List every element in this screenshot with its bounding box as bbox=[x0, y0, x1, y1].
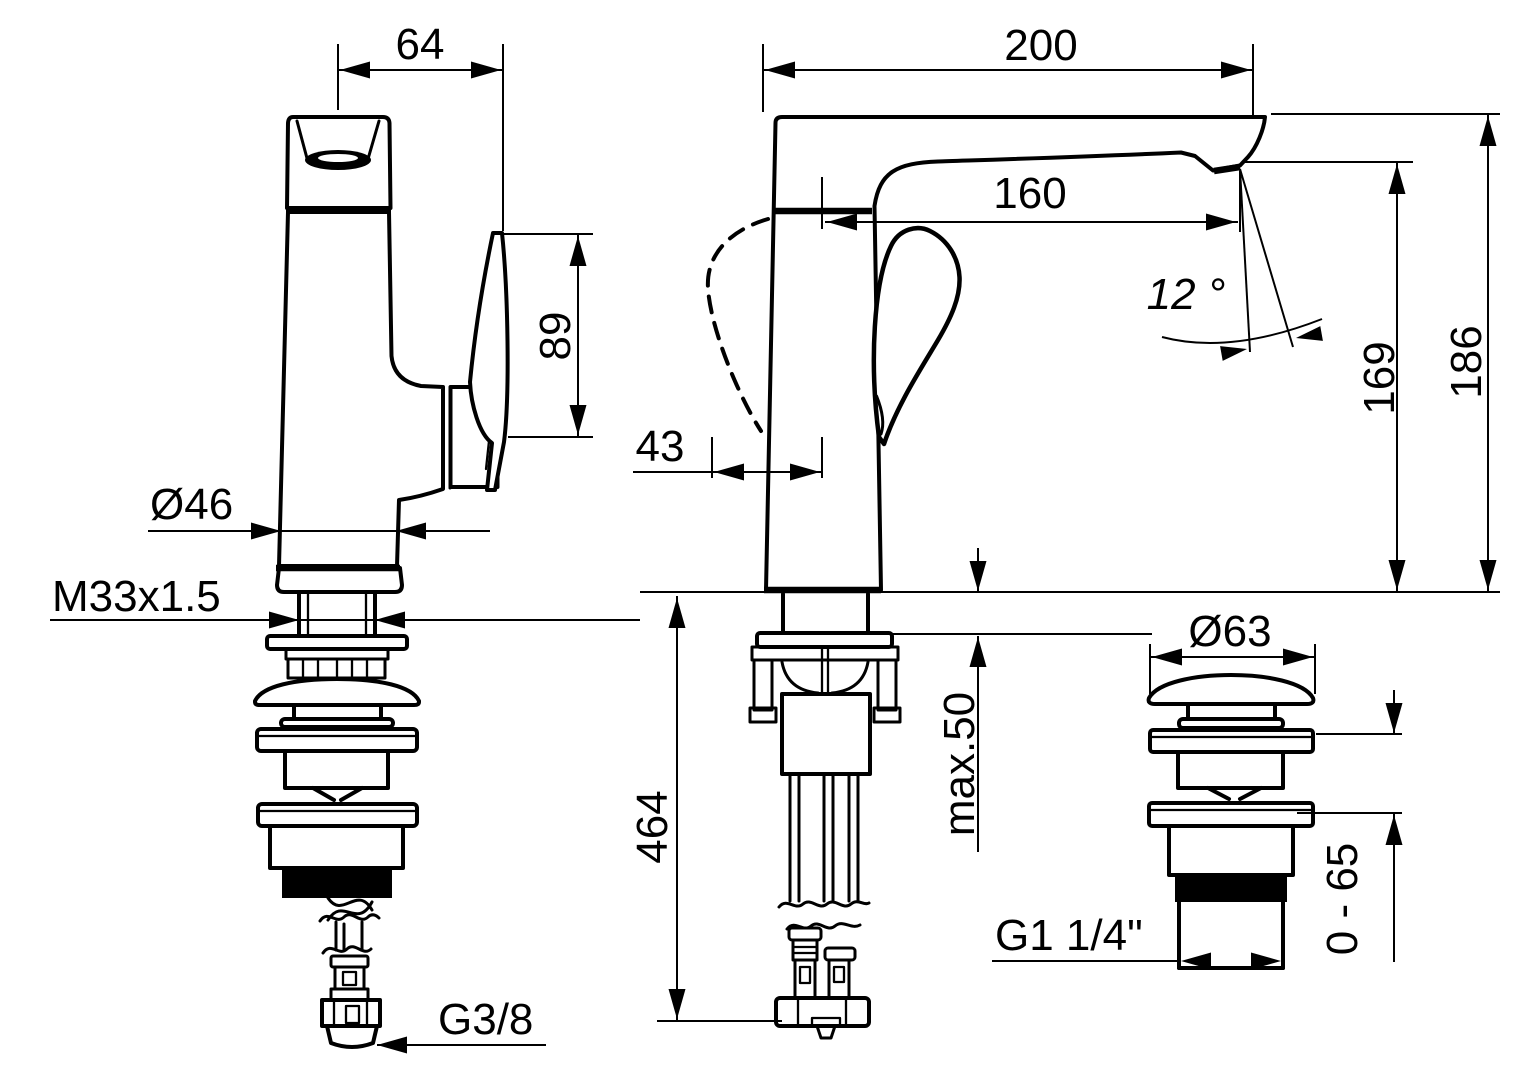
side-view: 200 160 12 ° bbox=[628, 21, 1500, 1040]
waste-rim-flange bbox=[1148, 728, 1315, 754]
waste-thread-section bbox=[1175, 875, 1287, 902]
dim-89: 89 bbox=[500, 233, 593, 438]
thread-g114-label: G1 1/4" bbox=[995, 911, 1143, 960]
dim-200-label: 200 bbox=[1004, 21, 1077, 70]
dim-max50: max.50 bbox=[888, 548, 1152, 852]
dim-0-65-label: 0 - 65 bbox=[1318, 843, 1367, 956]
dim-169: 169 bbox=[1245, 161, 1413, 592]
dim-angle-12: 12 ° bbox=[1147, 168, 1323, 361]
dim-160: 160 bbox=[825, 169, 1241, 232]
angle-12deg-label: 12 ° bbox=[1147, 270, 1226, 319]
waste-detail: Ø63 G1 1/4" bbox=[992, 607, 1403, 970]
dim-waste-thread: G1 1/4" bbox=[992, 911, 1281, 970]
dim-plug-diameter: Ø63 bbox=[1149, 607, 1316, 694]
front-view: 64 89 Ø46 bbox=[50, 20, 640, 1054]
dim-43: 43 bbox=[633, 422, 823, 481]
dim-plug-travel: 0 - 65 bbox=[1297, 690, 1403, 962]
dim-89-label: 89 bbox=[531, 312, 580, 361]
under-deck-mounting bbox=[748, 592, 902, 1040]
dim-64-label: 64 bbox=[396, 20, 445, 69]
break-symbol bbox=[326, 896, 374, 912]
hose-connector-nut bbox=[774, 996, 871, 1028]
lever-side-profile bbox=[871, 225, 962, 447]
thread-g38-label: G3/8 bbox=[438, 995, 533, 1044]
dim-186-label: 186 bbox=[1442, 325, 1491, 398]
hose-break bbox=[777, 900, 871, 909]
plug-cap bbox=[1146, 673, 1316, 706]
mounting-shank bbox=[297, 592, 377, 636]
dim-200: 200 bbox=[762, 21, 1254, 142]
dim-supply-thread: G3/8 bbox=[377, 995, 546, 1054]
faucet-side-body bbox=[764, 115, 1267, 592]
dim-max50-label: max.50 bbox=[935, 692, 984, 836]
dim-160-label: 160 bbox=[993, 169, 1066, 218]
front-waste-stack bbox=[253, 634, 421, 1049]
dim-464: 464 bbox=[628, 596, 782, 1022]
dim-64: 64 bbox=[337, 20, 504, 231]
dim-186: 186 bbox=[1271, 113, 1500, 592]
dim-body-diameter: Ø46 bbox=[148, 480, 490, 540]
base-plate bbox=[275, 566, 404, 594]
dim-169-label: 169 bbox=[1355, 341, 1404, 414]
handle-swing-envelope bbox=[705, 217, 770, 433]
dim-body-diameter-label: Ø46 bbox=[150, 480, 233, 529]
thread-section bbox=[282, 870, 392, 898]
dim-mounting-thread: M33x1.5 bbox=[50, 572, 640, 629]
faucet-body bbox=[277, 210, 445, 568]
waste-lower-flange bbox=[1147, 801, 1315, 828]
thread-m33-label: M33x1.5 bbox=[52, 572, 221, 621]
cone-washer bbox=[253, 677, 421, 707]
lever-handle bbox=[468, 231, 510, 492]
dim-plug-diameter-label: Ø63 bbox=[1188, 607, 1271, 656]
dim-464-label: 464 bbox=[628, 790, 677, 863]
dim-43-label: 43 bbox=[636, 422, 685, 471]
